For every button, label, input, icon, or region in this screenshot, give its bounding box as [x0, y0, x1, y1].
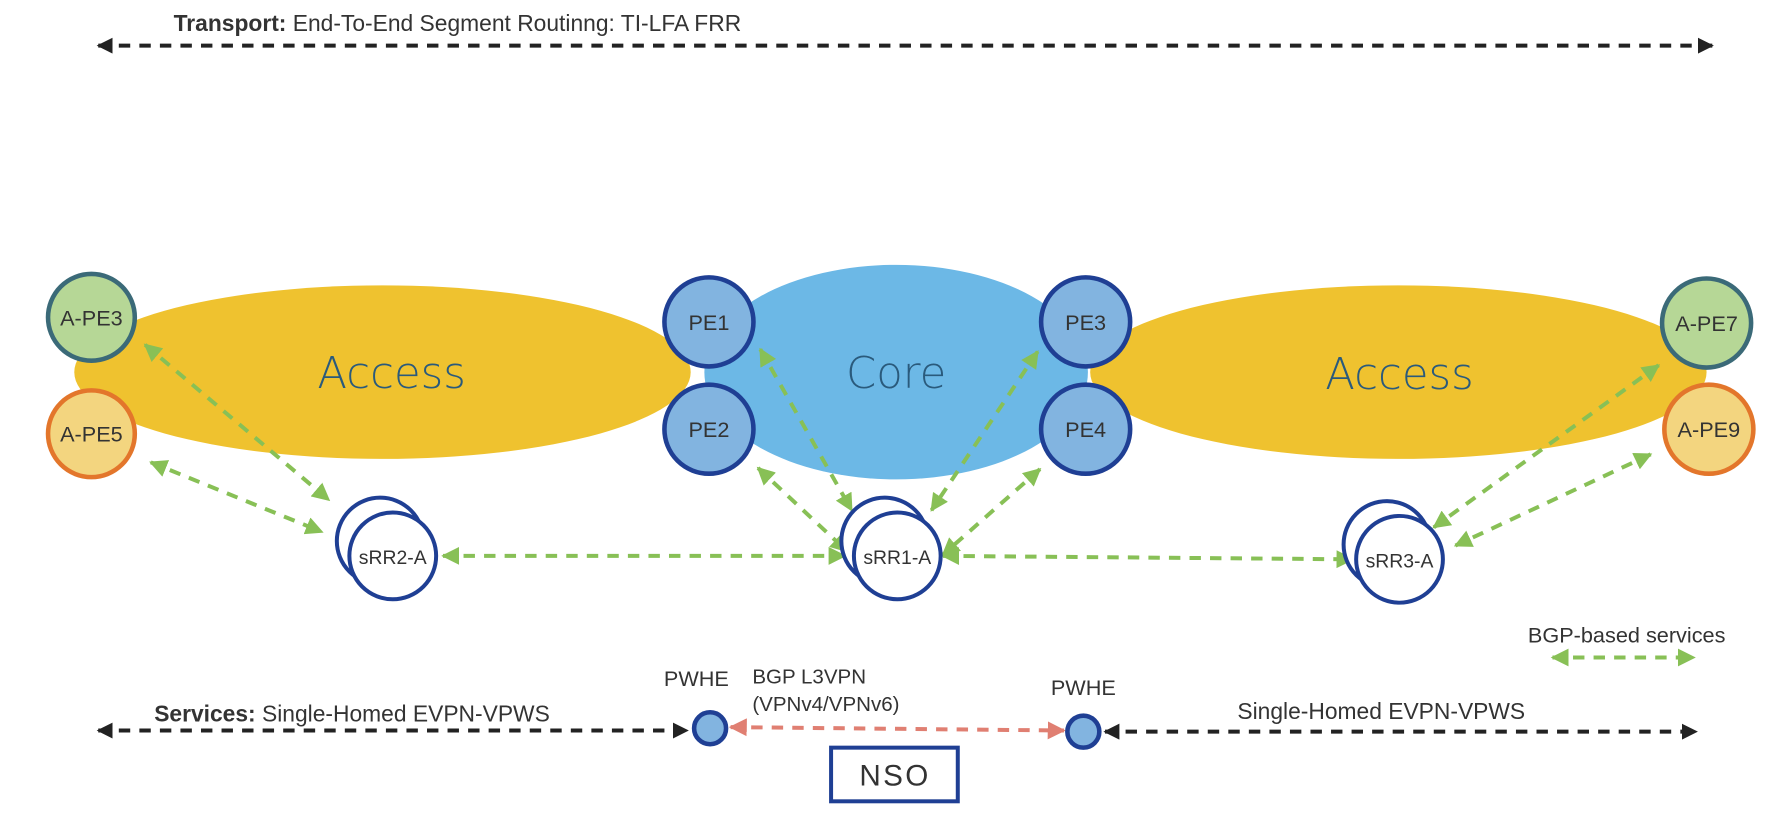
node-a-pe3-label: A-PE3	[60, 305, 123, 330]
node-pe4[interactable]: PE4	[1038, 382, 1133, 476]
access-right-label: Access	[1325, 350, 1473, 400]
l3vpn-label-line1: BGP L3VPN	[752, 666, 866, 689]
node-srr3-a-label: sRR3-A	[1366, 550, 1434, 572]
l3vpn-label-line2: (VPNv4/VPNv6)	[752, 693, 899, 716]
bgp-link-ape9-srr3	[1453, 452, 1653, 548]
node-pe1-label: PE1	[688, 310, 729, 335]
services-label-bold: Services:	[154, 700, 255, 726]
nso-label: NSO	[859, 759, 930, 792]
legend-bgp-label: BGP-based services	[1528, 623, 1726, 648]
bgp-link-srr1-srr3	[941, 547, 1355, 569]
node-pe1[interactable]: PE1	[662, 275, 756, 369]
nso-box[interactable]: NSO	[829, 745, 960, 804]
node-a-pe5-label: A-PE5	[60, 422, 123, 447]
node-a-pe9-label: A-PE9	[1678, 417, 1741, 442]
pwhe-left-label: PWHE	[664, 666, 729, 691]
node-a-pe5[interactable]: A-PE5	[45, 388, 138, 480]
transport-label-bold: Transport:	[174, 10, 287, 36]
services-right-label: Single-Homed EVPN-VPWS	[1237, 698, 1525, 724]
pwhe-left-node[interactable]	[691, 709, 729, 747]
transport-label-text: End-To-End Segment Routinng: TI-LFA FRR	[286, 10, 741, 36]
node-a-pe7[interactable]: A-PE7	[1659, 276, 1754, 370]
bgp-link-ape5-srr2	[149, 460, 324, 535]
core-label: Core	[846, 349, 946, 399]
node-srr1-a-label: sRR1-A	[863, 547, 931, 569]
pwhe-right-node[interactable]	[1065, 713, 1102, 750]
bgp-link-pe3-srr1	[929, 350, 1040, 512]
node-pe4-label: PE4	[1065, 417, 1106, 442]
node-srr2-a-label: sRR2-A	[359, 547, 427, 569]
transport-label: Transport: End-To-End Segment Routinng: …	[174, 10, 742, 36]
l3vpn-arrow	[728, 718, 1066, 740]
node-srr1-a[interactable]: sRR1-A	[839, 495, 943, 602]
services-left-label: Services: Single-Homed EVPN-VPWS	[154, 700, 550, 726]
pwhe-right-label: PWHE	[1051, 675, 1116, 700]
node-a-pe9[interactable]: A-PE9	[1662, 382, 1756, 476]
node-pe3-label: PE3	[1065, 310, 1106, 335]
node-srr2-a[interactable]: sRR2-A	[334, 495, 439, 602]
node-a-pe7-label: A-PE7	[1675, 311, 1738, 336]
node-a-pe3[interactable]: A-PE3	[45, 271, 138, 363]
services-label-text: Single-Homed EVPN-VPWS	[256, 700, 550, 726]
node-srr3-a[interactable]: sRR3-A	[1341, 499, 1445, 605]
node-pe2[interactable]: PE2	[662, 382, 756, 476]
access-left-label: Access	[317, 349, 465, 399]
node-pe2-label: PE2	[688, 417, 729, 442]
node-pe3[interactable]: PE3	[1038, 275, 1133, 369]
bgp-link-pe4-srr1	[941, 467, 1042, 557]
